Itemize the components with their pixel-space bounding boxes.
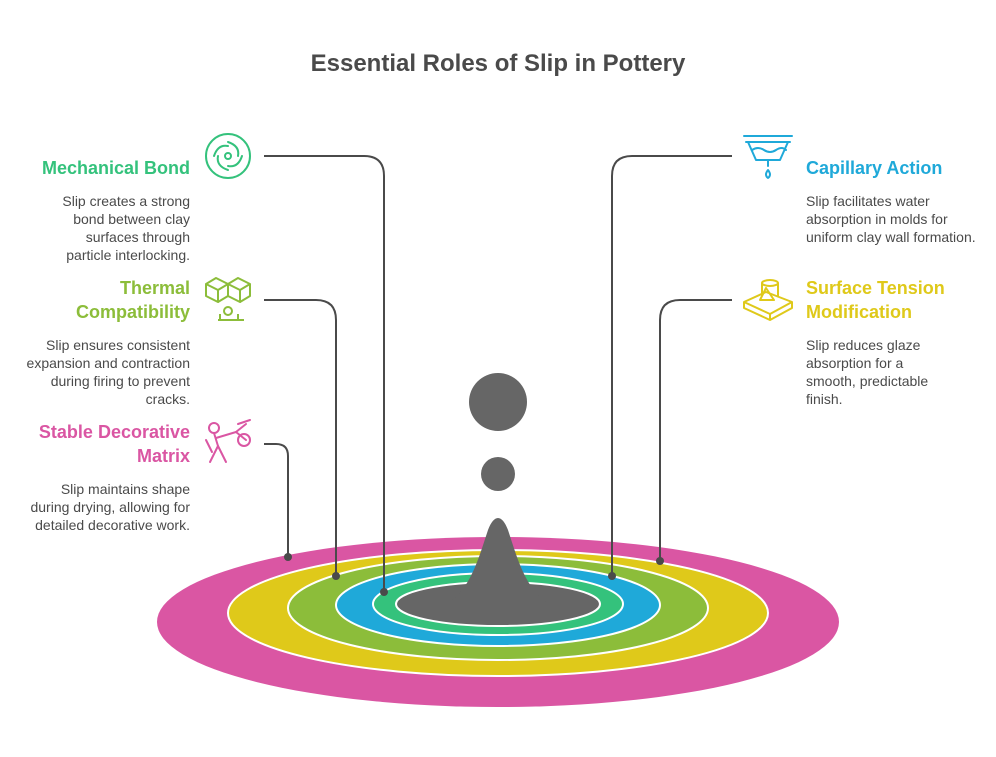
connector-dot xyxy=(284,553,292,561)
connector-mechanical-bond xyxy=(264,155,385,592)
heading-thermal-compatibility: Thermal Compatibility xyxy=(75,278,190,322)
description-thermal-compatibility: Slip ensures consistent expansion and co… xyxy=(26,337,190,407)
connector-stable-decorative-matrix xyxy=(264,443,289,557)
connector-thermal-compatibility xyxy=(264,299,337,576)
description-stable-decorative-matrix: Slip maintains shape during drying, allo… xyxy=(30,481,190,533)
heading-surface-tension-modification: Surface Tension Modification xyxy=(806,278,945,322)
description-mechanical-bond: Slip creates a strong bond between clay … xyxy=(62,193,190,263)
description-surface-tension-modification: Slip reduces glaze absorption for a smoo… xyxy=(806,337,929,407)
connector-capillary-action xyxy=(611,155,732,576)
heading-stable-decorative-matrix: Stable Decorative Matrix xyxy=(38,422,190,466)
page-title: Essential Roles of Slip in Pottery xyxy=(310,50,686,77)
connector-surface-tension xyxy=(659,299,732,561)
description-capillary-action: Slip facilitates water absorption in mol… xyxy=(806,193,976,245)
connector-dot xyxy=(380,588,388,596)
heading-mechanical-bond: Mechanical Bond xyxy=(41,158,190,178)
heading-capillary-action: Capillary Action xyxy=(806,158,943,178)
water-funnel-icon xyxy=(743,135,793,179)
connector-dot xyxy=(332,572,340,580)
drop-large xyxy=(469,373,527,431)
drop-small xyxy=(481,457,515,491)
connector-dot xyxy=(608,572,616,580)
swirl-icon xyxy=(205,133,251,179)
splash-peak xyxy=(436,518,560,608)
connector-dot xyxy=(656,557,664,565)
person-holding-icon xyxy=(205,419,251,463)
shapes-on-tray-icon xyxy=(743,279,793,321)
cubes-icon xyxy=(205,277,251,321)
